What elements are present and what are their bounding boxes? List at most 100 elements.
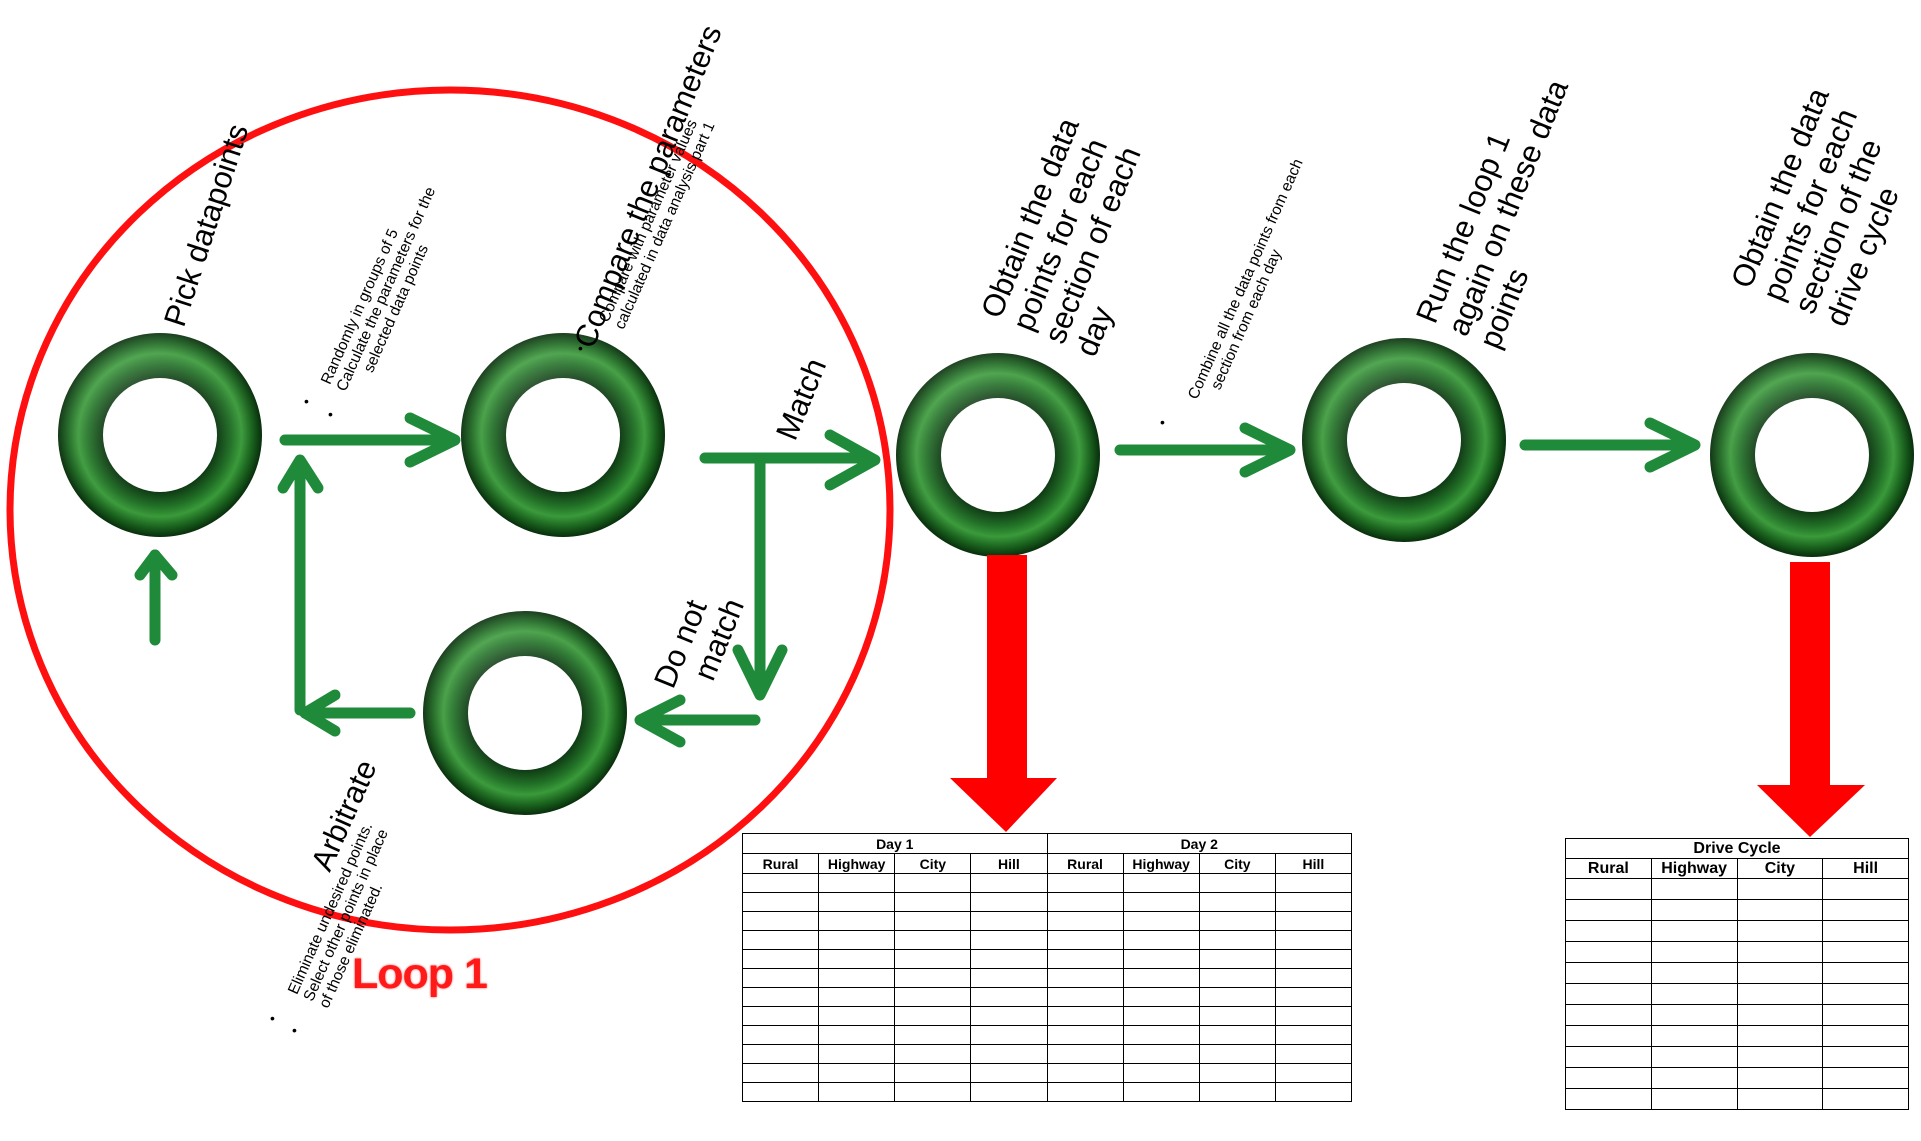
table-cell — [970, 1044, 1048, 1064]
table-cell — [1822, 920, 1909, 942]
day-2-header: Day 2 — [1046, 833, 1352, 854]
table-cell — [1274, 1063, 1353, 1083]
table-cell — [1046, 1063, 1124, 1083]
table-row — [1565, 920, 1909, 942]
day-tables: Day 1 Day 2 Rural Highway City Hill Rura… — [741, 833, 1353, 1102]
table-cell — [1122, 930, 1200, 950]
table-cell — [894, 1025, 972, 1045]
table-cell — [1736, 983, 1824, 1005]
table-row — [741, 949, 1353, 969]
table-cell — [1736, 899, 1824, 921]
table-row — [1565, 962, 1909, 984]
arrow-run-to-cycle — [1519, 417, 1701, 473]
table-row — [1565, 899, 1909, 921]
table-cell — [894, 1082, 972, 1102]
bullet-dot: • — [328, 406, 333, 422]
table-row — [1565, 983, 1909, 1005]
arrow-arbitrate-return — [277, 454, 324, 716]
table-cell — [1198, 1025, 1276, 1045]
table-cell — [1122, 892, 1200, 912]
table-row — [741, 892, 1353, 912]
table-cell — [1274, 873, 1353, 893]
table-cell — [1565, 983, 1652, 1005]
table-cell — [1198, 1006, 1276, 1026]
table-row — [741, 1006, 1353, 1026]
table-cell — [1122, 968, 1200, 988]
table-cell — [1122, 949, 1200, 969]
red-arrow-day-tables — [950, 555, 1057, 832]
table-row — [741, 1063, 1353, 1083]
table-cell — [1736, 1046, 1824, 1068]
bullet-dot: • — [304, 393, 309, 409]
table-cell — [894, 968, 972, 988]
table-cell — [1198, 1063, 1276, 1083]
ring-arbitrate — [423, 611, 627, 815]
table-cell — [970, 1006, 1048, 1026]
table-cell — [1736, 878, 1824, 900]
table-row — [741, 987, 1353, 1007]
table-cell — [1122, 911, 1200, 931]
table-row — [741, 1025, 1353, 1045]
ring-pick — [58, 333, 262, 537]
table-cell — [818, 968, 896, 988]
table-cell — [741, 1006, 820, 1026]
table-cell — [741, 949, 820, 969]
bullet-dot: • — [578, 340, 583, 356]
table-cell — [970, 873, 1048, 893]
table-row — [1565, 1046, 1909, 1068]
col-rural: Rural — [741, 853, 820, 874]
table-cell — [1650, 983, 1738, 1005]
table-cell — [1274, 1006, 1353, 1026]
table-cell — [1198, 1044, 1276, 1064]
table-cell — [1736, 1067, 1824, 1089]
table-cell — [1046, 987, 1124, 1007]
table-cell — [1650, 920, 1738, 942]
table-cell — [818, 1063, 896, 1083]
table-cell — [1046, 1044, 1124, 1064]
table-cell — [894, 987, 972, 1007]
table-cell — [1650, 962, 1738, 984]
table-row — [1565, 1088, 1909, 1110]
table-cell — [1198, 930, 1276, 950]
table-cell — [1650, 1004, 1738, 1026]
col-rural: Rural — [1046, 853, 1124, 874]
table-cell — [1822, 941, 1909, 963]
table-cell — [970, 1025, 1048, 1045]
table-cell — [1046, 1082, 1124, 1102]
table-cell — [1822, 1025, 1909, 1047]
table-cell — [894, 911, 972, 931]
table-cell — [818, 949, 896, 969]
table-cell — [1565, 1067, 1652, 1089]
col-city: City — [1736, 858, 1824, 879]
table-cell — [1046, 949, 1124, 969]
table-cell — [894, 892, 972, 912]
table-cell — [1274, 987, 1353, 1007]
table-row — [741, 873, 1353, 893]
table-cell — [1274, 949, 1353, 969]
drive-cycle-table: Drive Cycle Rural Highway City Hill — [1565, 838, 1909, 1110]
table-cell — [1650, 1088, 1738, 1110]
table-cell — [741, 873, 820, 893]
table-cell — [970, 968, 1048, 988]
table-cell — [1565, 1004, 1652, 1026]
table-cell — [1122, 1025, 1200, 1045]
table-cell — [1822, 983, 1909, 1005]
table-cell — [1565, 1088, 1652, 1110]
table-cell — [1736, 941, 1824, 963]
table-cell — [1736, 1025, 1824, 1047]
table-row — [1565, 1004, 1909, 1026]
table-cell — [1198, 968, 1276, 988]
table-cell — [818, 1044, 896, 1064]
arrow-day-to-run — [1114, 422, 1296, 478]
table-cell — [1736, 962, 1824, 984]
table-cell — [1046, 1006, 1124, 1026]
table-cell — [1822, 1088, 1909, 1110]
bullet-dot: • — [270, 1010, 275, 1026]
table-cell — [894, 930, 972, 950]
arrow-do-not-match-left — [634, 694, 761, 748]
table-cell — [1822, 1046, 1909, 1068]
table-cell — [1122, 987, 1200, 1007]
arrow-compare-match — [699, 429, 881, 491]
table-cell — [1046, 892, 1124, 912]
red-arrow-cycle-table — [1757, 562, 1865, 837]
